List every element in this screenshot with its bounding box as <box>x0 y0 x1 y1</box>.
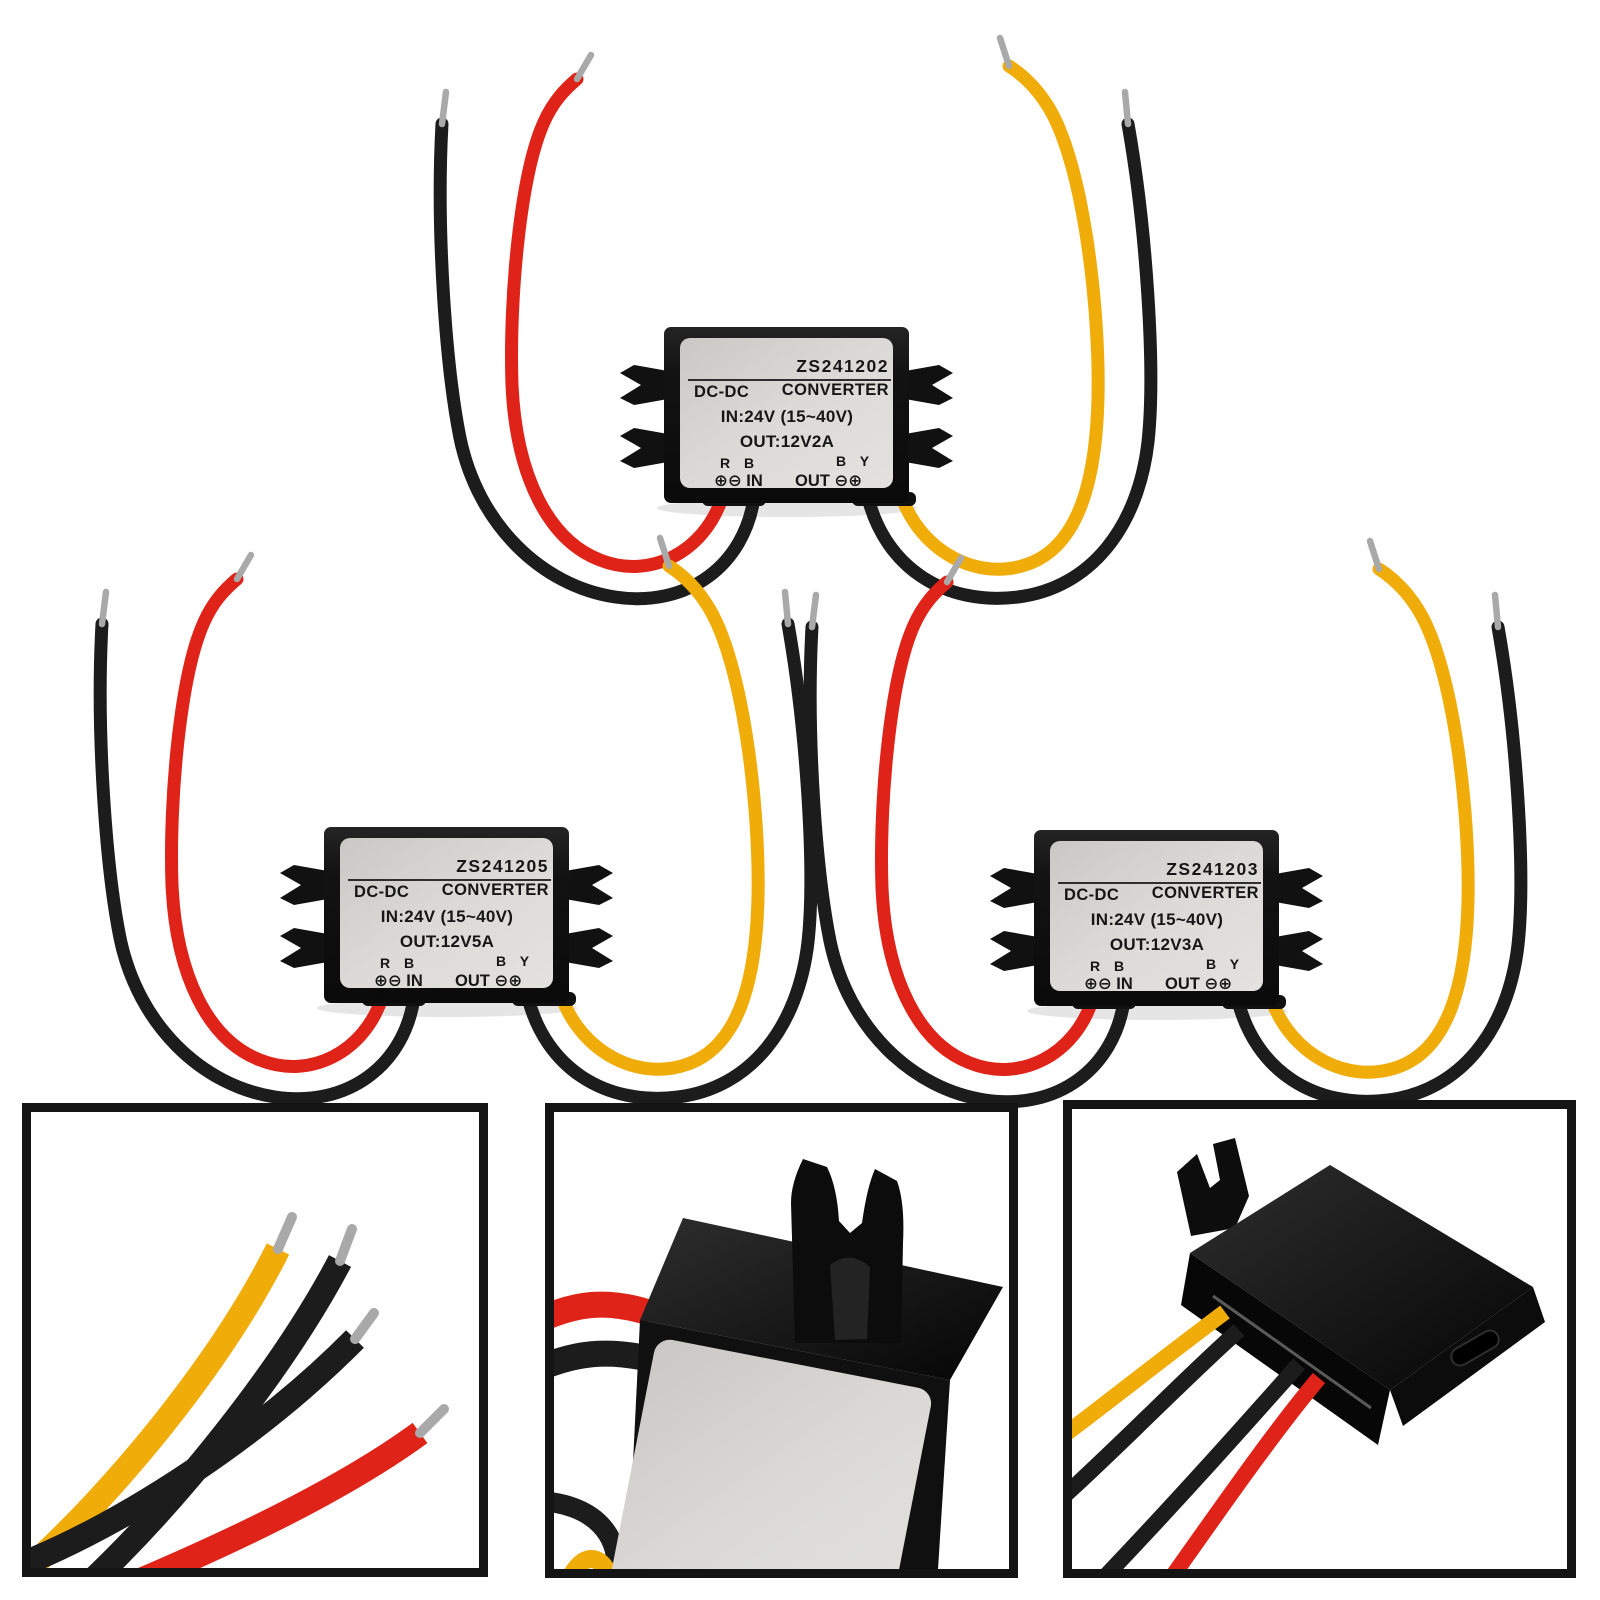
detail-panel-mounting-tab <box>545 1103 1018 1578</box>
input-spec: IN:24V (15~40V) <box>721 407 854 426</box>
module-graphic <box>100 538 811 1099</box>
case-rear-face <box>1190 1165 1533 1390</box>
output-spec: OUT:12V5A <box>400 932 494 951</box>
rear-angle-art <box>1072 1138 1545 1569</box>
pcb-edge-line <box>1212 1294 1372 1410</box>
yellow-lead-tip <box>273 1212 297 1254</box>
flange-slot <box>1450 1329 1500 1367</box>
mounting-fork-tab <box>791 1159 904 1343</box>
input-spec: IN:24V (15~40V) <box>381 907 514 926</box>
family-label: DC-DC <box>694 383 749 401</box>
output-wire-code: B Y <box>836 453 874 469</box>
yellow-wire-stub <box>564 1550 616 1569</box>
input-terminals: ⊕⊖ IN <box>374 972 423 990</box>
model-number: ZS241205 <box>456 856 549 876</box>
black-lead-2-tip <box>350 1308 379 1344</box>
red-wire-stub <box>554 1291 655 1328</box>
mounting-fork-slot <box>830 1257 870 1340</box>
front-label-rect <box>604 1339 932 1569</box>
input-wire-code: R B <box>1090 958 1129 974</box>
wire-leads-art <box>31 1212 449 1568</box>
detail-panel-rear-angle <box>1063 1100 1576 1578</box>
family-label: DC-DC <box>1064 886 1119 904</box>
detail-panel-wire-leads <box>22 1103 488 1577</box>
black-wire-stub <box>554 1340 653 1377</box>
output-spec: OUT:12V3A <box>1110 935 1204 954</box>
converter-module-2: ZS241205 DC-DC CONVERTER IN:24V (15~40V)… <box>100 538 811 1099</box>
input-spec: IN:24V (15~40V) <box>1091 910 1224 929</box>
black-lead-2 <box>31 1330 364 1568</box>
input-terminals: ⊕⊖ IN <box>714 472 763 490</box>
yellow-wire <box>1072 1305 1230 1440</box>
input-wire-code: R B <box>380 955 419 971</box>
module-graphic <box>810 541 1521 1102</box>
device-label: CONVERTER <box>1152 884 1259 902</box>
red-lead-tip <box>415 1404 449 1438</box>
red-lead <box>138 1422 428 1568</box>
output-spec: OUT:12V2A <box>740 432 834 451</box>
input-terminals: ⊕⊖ IN <box>1084 975 1133 993</box>
model-number: ZS241202 <box>796 356 889 376</box>
black-lead-1-tip <box>335 1224 357 1266</box>
black-wire-2 <box>1101 1358 1305 1569</box>
device-label: CONVERTER <box>782 381 889 399</box>
flange-slot-hole <box>1450 1329 1500 1367</box>
family-label: DC-DC <box>354 883 409 901</box>
converter-module-3: ZS241203 DC-DC CONVERTER IN:24V (15~40V)… <box>810 541 1521 1102</box>
device-label: CONVERTER <box>442 881 549 899</box>
black-wire-1 <box>1072 1324 1245 1500</box>
input-wire-code: R B <box>720 455 759 471</box>
output-terminals: OUT ⊖⊕ <box>455 972 522 990</box>
model-number: ZS241203 <box>1166 859 1259 879</box>
front-label-plate <box>604 1339 932 1569</box>
mounting-tab-art <box>554 1159 1003 1569</box>
red-wire <box>1167 1372 1326 1569</box>
output-terminals: OUT ⊖⊕ <box>1165 975 1232 993</box>
converter-module-1: ZS241202 DC-DC CONVERTER IN:24V (15~40V)… <box>440 38 1151 599</box>
output-terminals: OUT ⊖⊕ <box>795 472 862 490</box>
module-graphic <box>440 38 1151 599</box>
output-wire-code: B Y <box>1206 956 1244 972</box>
mounting-fork-tab <box>1177 1138 1249 1236</box>
output-wire-code: B Y <box>496 953 534 969</box>
